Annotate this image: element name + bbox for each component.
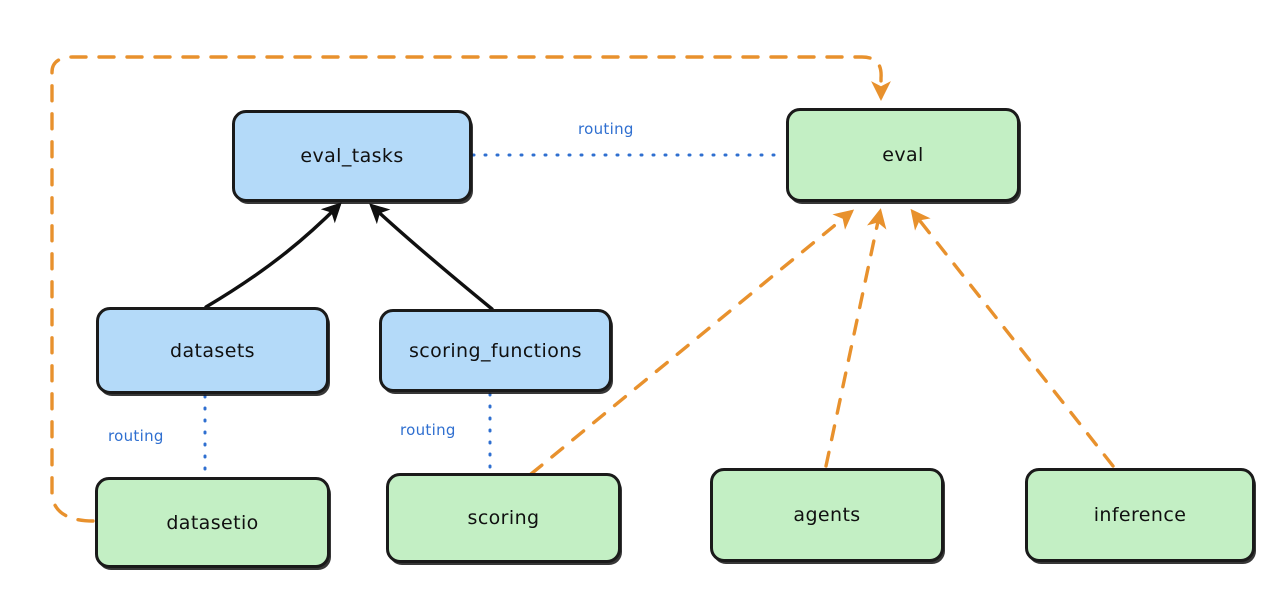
node-eval[interactable]: eval xyxy=(786,108,1020,202)
node-label-scoring-functions: scoring_functions xyxy=(409,339,582,362)
edge-label-routing-eval-tasks-eval: routing xyxy=(578,120,634,138)
node-datasetio[interactable]: datasetio xyxy=(95,477,330,568)
edge-scoring-to-eval xyxy=(529,209,855,476)
node-label-eval: eval xyxy=(882,144,924,166)
node-label-inference: inference xyxy=(1093,504,1187,526)
node-datasets[interactable]: datasets xyxy=(96,307,329,394)
edge-datasets-to-eval-tasks xyxy=(204,202,342,309)
edge-label-routing-datasets-datasetio: routing xyxy=(108,427,164,445)
node-inference[interactable]: inference xyxy=(1025,468,1255,562)
node-agents[interactable]: agents xyxy=(710,468,944,562)
edge-label-routing-scoring-functions-scoring: routing xyxy=(400,421,456,439)
node-eval-tasks[interactable]: eval_tasks xyxy=(232,110,472,202)
node-label-eval-tasks: eval_tasks xyxy=(300,145,404,167)
edge-agents-to-eval xyxy=(824,208,887,468)
node-scoring-functions[interactable]: scoring_functions xyxy=(379,309,612,392)
edge-inference-to-eval xyxy=(910,208,1115,468)
node-label-agents: agents xyxy=(793,504,861,526)
node-label-datasets: datasets xyxy=(170,339,255,362)
node-label-scoring: scoring xyxy=(467,507,540,529)
node-label-datasetio: datasetio xyxy=(166,511,259,534)
edge-scoring-functions-to-eval-tasks xyxy=(369,203,494,311)
node-scoring[interactable]: scoring xyxy=(386,473,621,563)
edge-datasetio-to-eval xyxy=(50,55,891,523)
